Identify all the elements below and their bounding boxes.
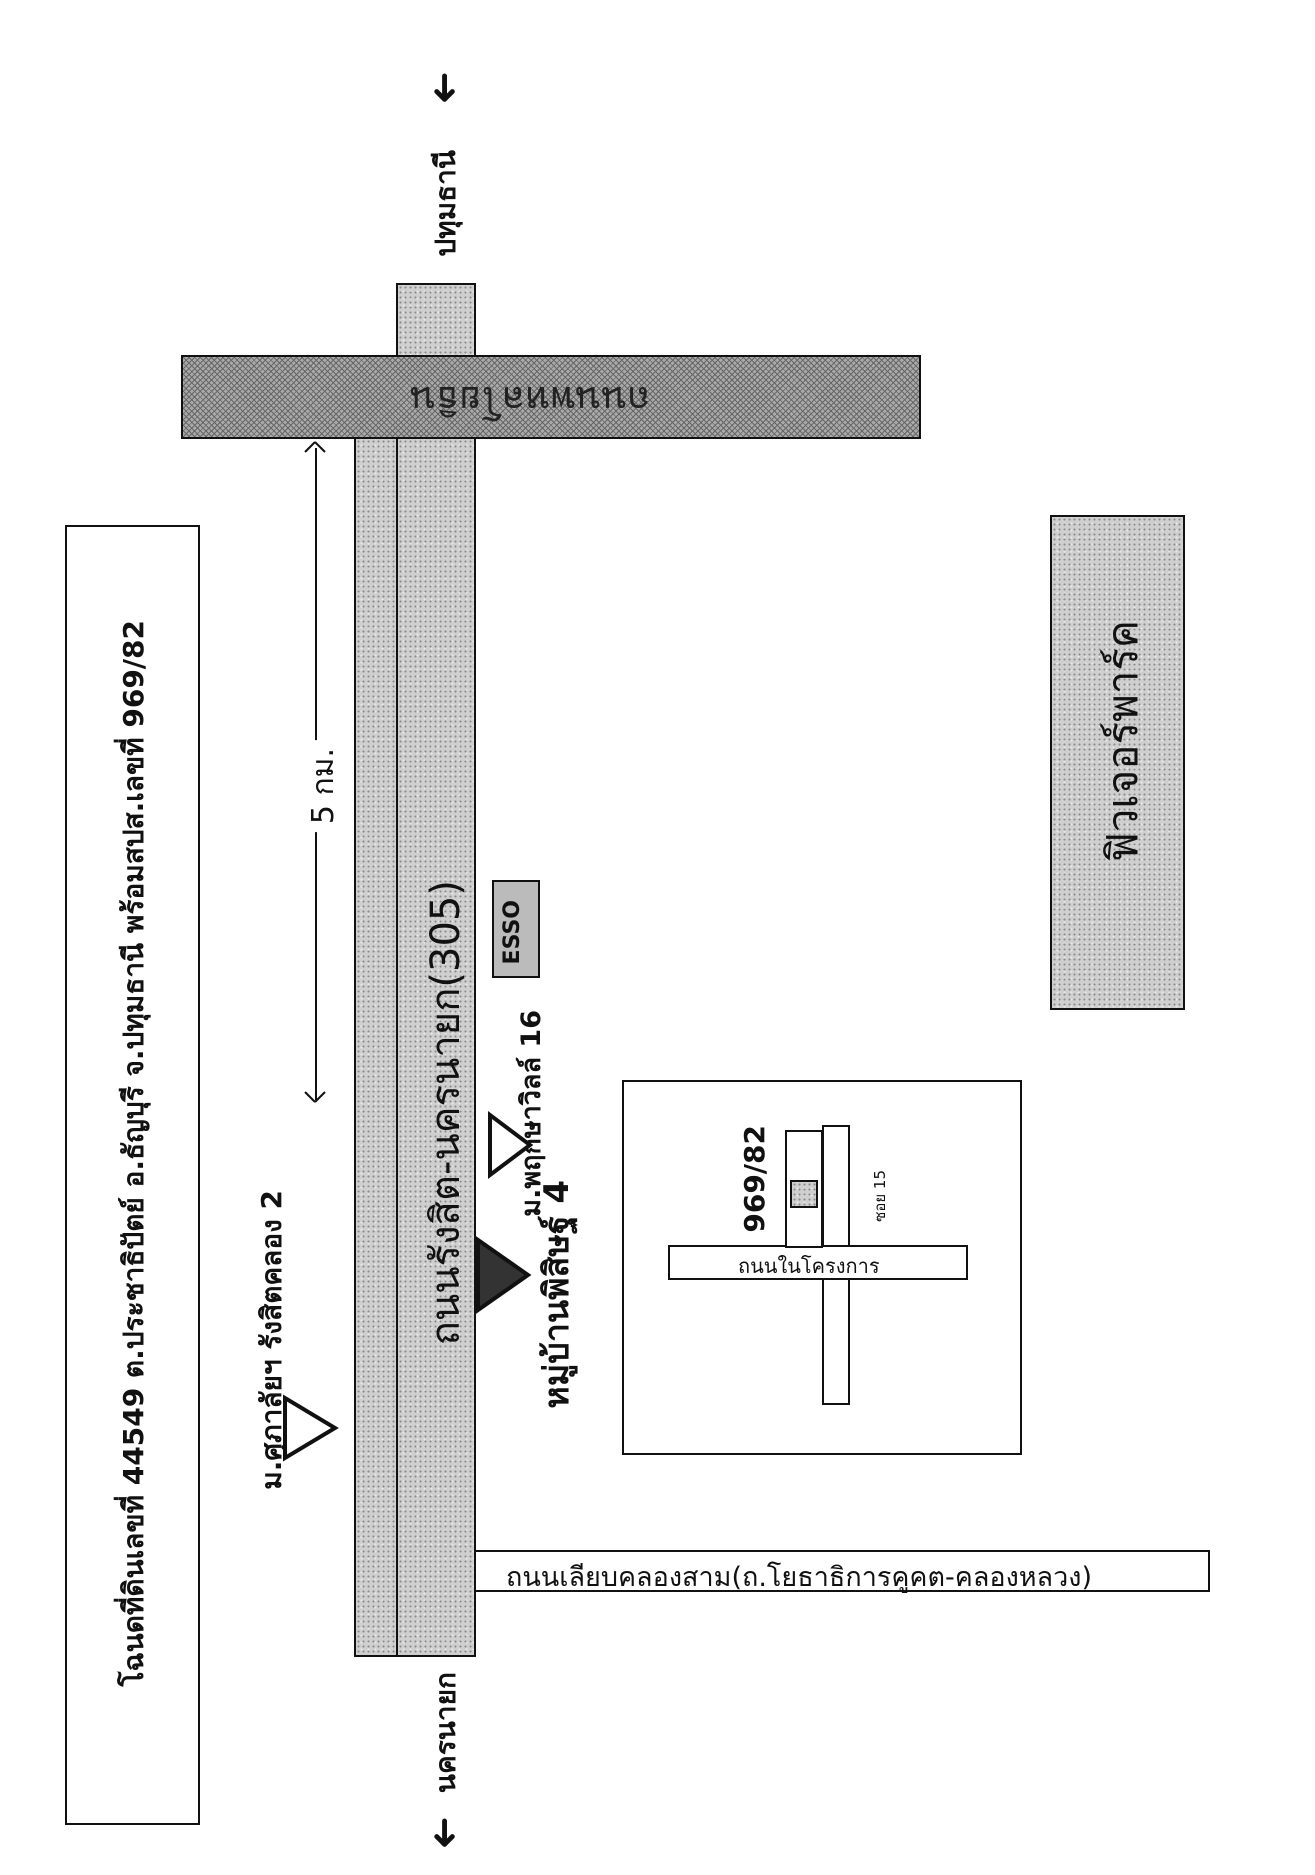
distance-tick-bottom (304, 1091, 316, 1103)
gas-station-icon (492, 880, 540, 978)
road-phahonyothin (181, 355, 921, 439)
triangle-suphalai-icon (283, 1394, 339, 1462)
inset-soi-label: ซอย 15 (871, 1170, 889, 1222)
road-rangsit-lane-west (354, 437, 398, 1657)
triangle-pruksa-icon (488, 1111, 534, 1179)
inset-map (622, 1080, 1022, 1455)
road-khlong-sam (476, 1550, 1210, 1592)
legend-box (65, 525, 200, 1825)
inset-plot-number: 969/82 (738, 1125, 771, 1233)
road-rangsit-lane-east (396, 437, 476, 1657)
distance-tick-top (304, 441, 316, 453)
inset-project-road-label: ถนนในโครงการ (738, 1254, 880, 1278)
inset-plot-highlight (790, 1180, 818, 1208)
landmark-future-park (1050, 515, 1185, 1010)
road-stub-north (396, 283, 476, 357)
road-khlong-sam-label: ถนนเลียบคลองสาม(ถ.โยธาธิการคูคต-คลองหลวง… (506, 1562, 1092, 1593)
triangle-target-icon (476, 1236, 532, 1314)
